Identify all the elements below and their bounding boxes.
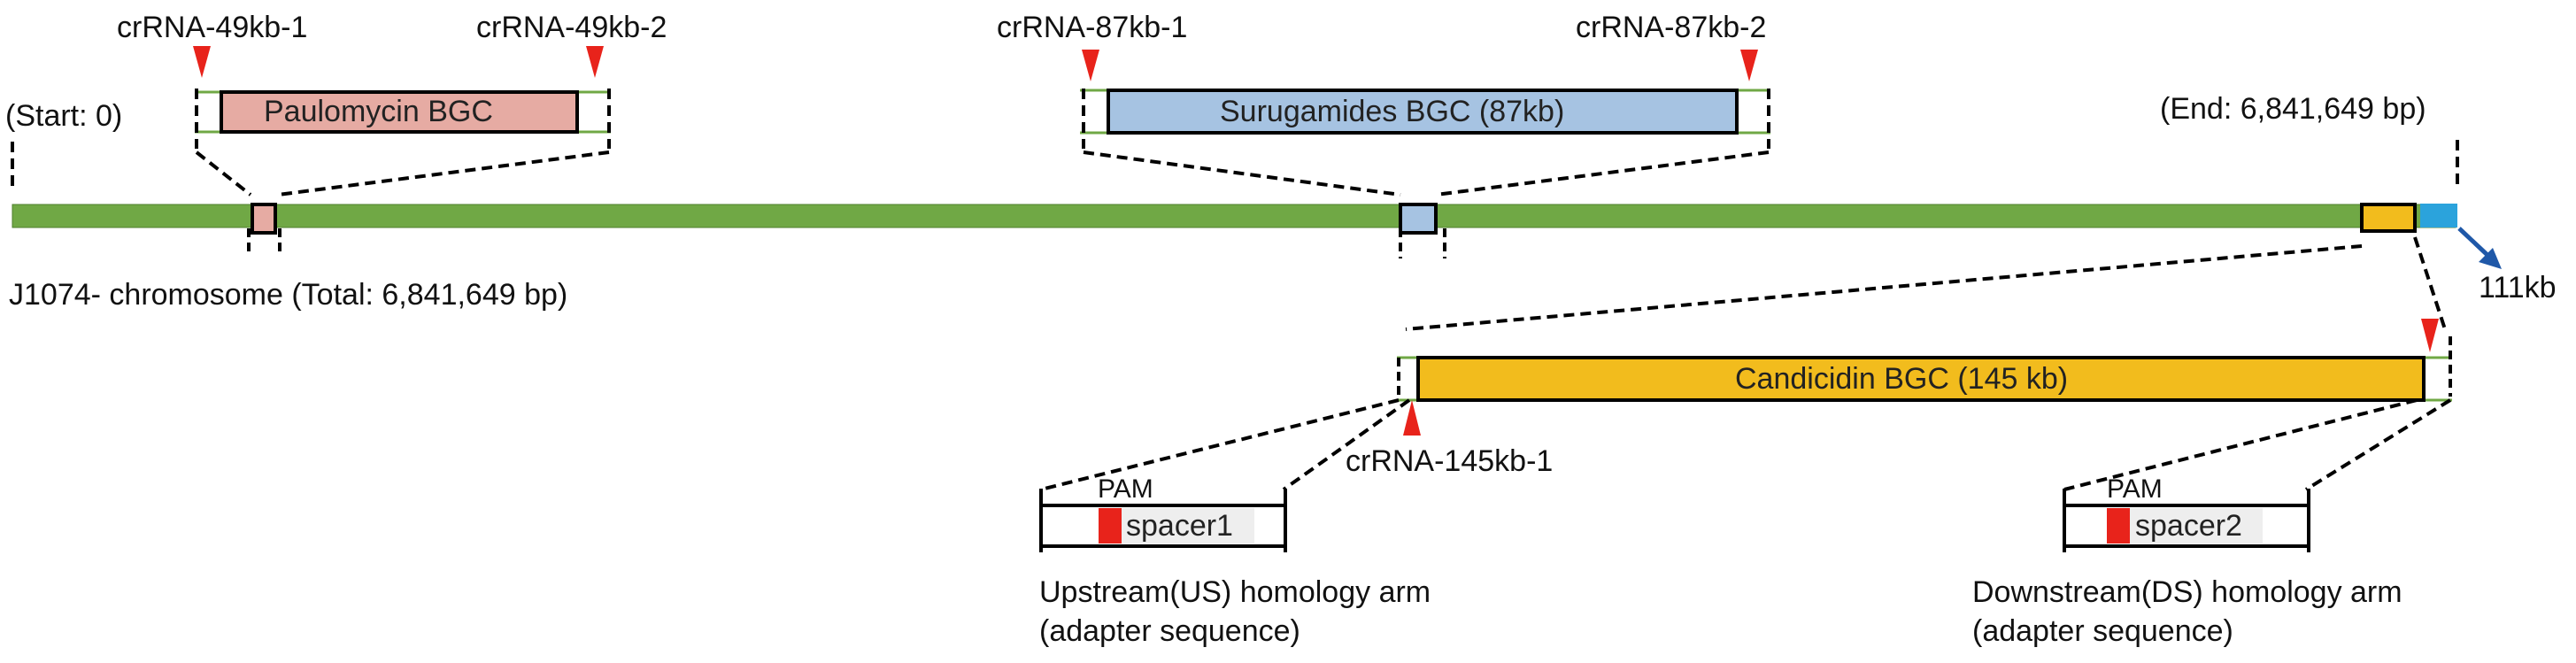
pam-block bbox=[1099, 508, 1122, 544]
ds-arm-caption: (adapter sequence) bbox=[1972, 614, 2233, 648]
candicidin-marker bbox=[2360, 203, 2417, 233]
surugamides-bgc-box bbox=[1107, 89, 1739, 135]
crrna-marker bbox=[193, 46, 211, 78]
candicidin-bgc-label: Candicidin BGC (145 kb) bbox=[1735, 362, 2069, 396]
spacer-label: spacer2 bbox=[2135, 509, 2242, 543]
paulomycin-zoom-line bbox=[195, 150, 252, 197]
crrna-label: crRNA-49kb-1 bbox=[117, 11, 308, 44]
spacer-block bbox=[1122, 508, 1254, 544]
crrna-marker bbox=[586, 46, 604, 78]
pam-label: PAM bbox=[1098, 474, 1153, 504]
crrna-label: crRNA-87kb-1 bbox=[997, 11, 1188, 44]
crrna-marker bbox=[1740, 50, 1758, 81]
crrna-label: crRNA-87kb-2 bbox=[1576, 11, 1767, 44]
spacer-block bbox=[2130, 508, 2263, 544]
candicidin-zoom-line bbox=[2413, 236, 2447, 330]
paulomycin-bgc-box bbox=[220, 90, 579, 134]
tail-arrow-head bbox=[2479, 248, 2502, 269]
chromosome-name-label: J1074- chromosome (Total: 6,841,649 bp) bbox=[9, 278, 568, 312]
chromosome-bar bbox=[12, 204, 2456, 228]
paulomycin-bgc-label: Paulomycin BGC bbox=[264, 95, 493, 128]
us-arm-caption: (adapter sequence) bbox=[1039, 614, 1300, 648]
candicidin-bgc-box bbox=[1416, 356, 2426, 402]
us-arm-zoom-line bbox=[1040, 398, 1400, 491]
surugamides-bgc-label: Surugamides BGC (87kb) bbox=[1220, 95, 1565, 128]
chromosome-tail bbox=[2420, 204, 2457, 227]
ds-arm-caption: Downstream(DS) homology arm bbox=[1972, 575, 2402, 609]
tail-size-label: 111kb bbox=[2479, 271, 2557, 305]
tail-arrow bbox=[2457, 227, 2491, 258]
ds-arm-zoom-line bbox=[2304, 398, 2452, 491]
us-arm-caption: Upstream(US) homology arm bbox=[1039, 575, 1431, 609]
crrna-marker bbox=[1082, 50, 1099, 81]
spacer-label: spacer1 bbox=[1126, 509, 1233, 543]
crrna-label: crRNA-145kb-1 bbox=[1346, 444, 1554, 478]
paulomycin-marker bbox=[251, 203, 277, 235]
candicidin-zoom-line bbox=[1405, 244, 2363, 331]
start-label: (Start: 0) bbox=[5, 99, 123, 133]
pam-label: PAM bbox=[2107, 474, 2163, 504]
ds-arm-zoom-line bbox=[2063, 398, 2418, 491]
surugamides-marker bbox=[1399, 203, 1438, 235]
surugamides-zoom-line bbox=[1083, 150, 1401, 197]
end-label: (End: 6,841,649 bp) bbox=[2160, 92, 2426, 126]
us-arm-zoom-line bbox=[1282, 398, 1411, 491]
crrna-marker bbox=[1403, 400, 1421, 436]
surugamides-zoom-line bbox=[1435, 150, 1770, 197]
pam-block bbox=[2107, 508, 2130, 544]
crrna-label: crRNA-49kb-2 bbox=[476, 11, 667, 44]
crrna-marker bbox=[2421, 319, 2439, 352]
paulomycin-zoom-line bbox=[277, 150, 610, 197]
